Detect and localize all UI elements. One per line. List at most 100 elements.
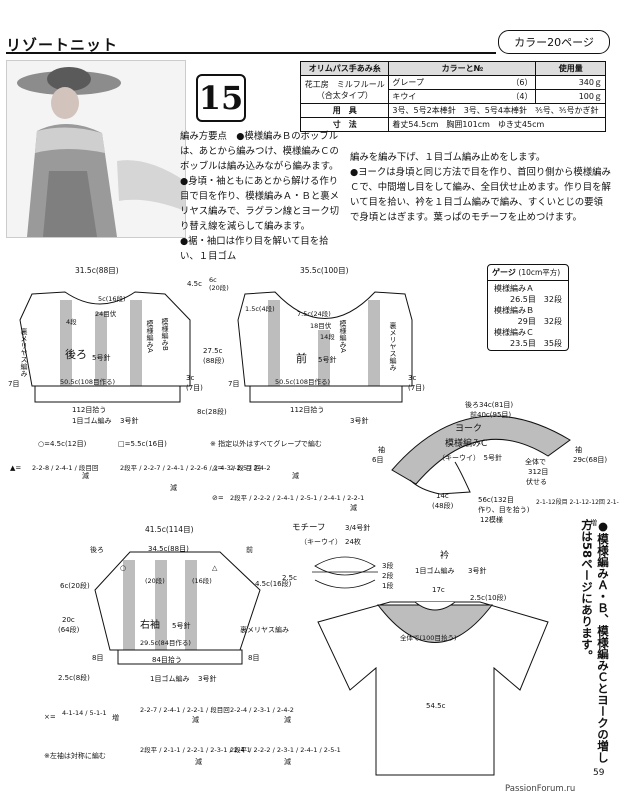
formula-square: □=5.5c(16目) xyxy=(118,440,167,448)
back-top-marks2: 24目伏 xyxy=(95,309,117,318)
sleeve-inner-l: 6c(20段) xyxy=(60,581,90,590)
front-side-left: 7目 xyxy=(228,380,239,388)
front-rib-h: 3c xyxy=(408,374,416,382)
formula-tri4-vals: 2段平 / 2-2-2 / 2-4-1 / 2-5-1 / 2-4-1 / 2-… xyxy=(230,493,364,502)
yoke-total: 全体で xyxy=(525,457,546,466)
formula-tri3-label: △= xyxy=(212,464,223,472)
sleeve-needle: 5号針 xyxy=(172,621,190,630)
formula-c-tail: 減 xyxy=(284,715,291,724)
front-label: 前 xyxy=(296,351,307,365)
sleeve-note1: (20段) xyxy=(145,576,165,585)
front-rib-h2: (7目) xyxy=(408,384,425,392)
front-d-top2: (20段) xyxy=(209,283,229,292)
formula-x-tail: 増 xyxy=(112,713,119,722)
gauge-c-name: 模様編みＣ xyxy=(494,328,534,337)
yoke-pattern: 模様編みC xyxy=(445,437,487,449)
front-r2: 18目伏 xyxy=(310,321,332,330)
sleeve-inner-r: 4.5c(16段) xyxy=(255,579,292,588)
back-piece-diagram: 31.5c(88目) 5c(16段) 4段 24目伏 後ろ 5号針 裏メリヤス編… xyxy=(8,266,227,425)
formula-b-vals: 2-2-7 / 2-4-1 / 2-2-1 / 段目回 xyxy=(140,705,230,714)
sleeve-width-top: 41.5c(114目) xyxy=(145,525,194,534)
method-column-1: 編み方要点 ●模様編みＢのボッブルは、あとから編みつけ、模様編みＣのボッブルは編… xyxy=(180,129,340,264)
front-pick: 112目拾う xyxy=(290,405,324,414)
front-width-top: 35.5c(100目) xyxy=(300,266,349,275)
gauge-b-name: 模様編みＢ xyxy=(494,306,534,315)
sleeve-note2: (16段) xyxy=(192,576,212,585)
front-d-top: 6c xyxy=(209,276,217,284)
back-rib xyxy=(34,385,181,403)
back-h-bottom: 8c(28段) xyxy=(197,407,227,416)
yoke-bottom-mid: 56c(132目 xyxy=(478,496,514,504)
sleeve-right-mark: 8目 xyxy=(248,654,259,662)
method-p2: ●身頃・袖ともにあとから解ける作り目で目を作り、模様編みＡ・Ｂと裏メリヤス編みで… xyxy=(180,176,340,232)
back-stripe-a1 xyxy=(60,300,72,386)
yoke-bottom-mid3: 12模様 xyxy=(480,515,503,524)
method-p1: 編み方要点 ●模様編みＢのボッブルは、あとから編みつけ、模様編みＣのボッブルは編… xyxy=(180,131,339,172)
formula-tri3-tail: 減 xyxy=(292,471,299,480)
formula-e-vals: 2段平 / 2-2-2 / 2-3-1 / 2-4-1 / 2-5-1 xyxy=(230,745,341,754)
header-rule xyxy=(6,52,496,54)
back-rib-h2: (7目) xyxy=(186,384,203,392)
front-stripe-b xyxy=(318,330,330,386)
yoke-incr: 2-1-12段目 2-1-12-12回 2-1-12-12目 2-1-18-1 … xyxy=(536,498,619,506)
back-h-mid: 27.5c xyxy=(203,347,223,355)
page-title: リゾートニット xyxy=(6,36,119,54)
back-width-top: 31.5c(88目) xyxy=(75,266,119,275)
pattern-number: 15 xyxy=(196,74,246,122)
page-number: 59 xyxy=(593,768,605,778)
motif-title: モチーフ xyxy=(292,523,326,533)
formula-tri1-label: ▲= xyxy=(10,464,21,472)
front-w-bottom: 50.5c(108目作る) xyxy=(275,377,330,386)
bottom-formulas: ×= 4-1-14 / 5-1-1 増 2-2-7 / 2-4-1 / 2-2-… xyxy=(44,705,341,766)
gauge-b-val: 29目 32段 xyxy=(517,317,562,326)
front-needle: 5号針 xyxy=(318,355,336,364)
yoke-bottom-left: 14c xyxy=(436,492,449,500)
front-stripe-a1 xyxy=(268,300,280,386)
sleeve-rib xyxy=(117,649,243,665)
sleeve-rib-needle: 3号針 xyxy=(198,674,216,683)
formula-e-tail: 減 xyxy=(284,757,291,766)
back-mid-vert: 模様編みA xyxy=(146,319,154,353)
yarn-name: 花工房 ミルフルール xyxy=(304,79,385,89)
collar-body-h: 54.5c xyxy=(426,702,446,710)
formula-b-tail: 減 xyxy=(192,715,199,724)
sleeve-c2: △ xyxy=(212,564,218,572)
motif-h: 2.5c xyxy=(282,574,297,582)
sleeve-w-bottom: 29.5c(84目作る) xyxy=(140,638,191,647)
back-w-bottom: 50.5c(108目作る) xyxy=(60,377,115,386)
sleeve-rib-h: 2.5c(8段) xyxy=(58,673,90,682)
yoke-side-right2: 29c(68目) xyxy=(573,456,607,464)
formula-tri1-vals: 2-2-8 / 2-4-1 / 段目回 xyxy=(32,463,98,472)
front-mid-vert: 模様編みA xyxy=(339,319,347,353)
yoke-bottom-left2: (48段) xyxy=(432,501,454,510)
collar-body-diagram: 衿 1目ゴム編み 3号針 17c 2.5c(10段) 全体で(100目拾う) 5… xyxy=(317,549,549,776)
yoke-label: ヨーク xyxy=(455,423,482,434)
head-color: カラーと№ xyxy=(388,61,537,76)
yoke-bottom-mid2: 作り、目を拾う) xyxy=(478,505,530,514)
materials-table: オリムパス手あみ糸 カラーと№ 使用量 花工房 ミルフルール （合太タイプ） グ… xyxy=(299,61,606,132)
back-rib-needle: 3号針 xyxy=(120,416,138,425)
formula-tri4-tail: 減 xyxy=(350,503,357,512)
collar-total: 全体で(100目拾う) xyxy=(400,633,456,642)
sleeve-stripe-2 xyxy=(155,560,167,650)
gauge-a-val: 26.5目 32段 xyxy=(510,295,562,304)
sleeve-side: 裏メリヤス編み xyxy=(240,625,289,634)
sleeve-c1: ○ xyxy=(120,564,126,572)
gauge-title: ゲージ xyxy=(492,268,516,277)
sleeve-stripe-3 xyxy=(185,560,197,650)
back-rib-h: 3c xyxy=(186,374,194,382)
sleeve-pick: 84目拾う xyxy=(152,655,182,664)
collar-rib: 1目ゴム編み xyxy=(415,566,454,575)
back-top-marks: 4段 xyxy=(66,317,77,326)
yoke-top2: 前40c(95目) xyxy=(470,410,511,419)
back-rib-label: 1目ゴム編み xyxy=(72,416,111,425)
sleeve-h: 20c xyxy=(62,616,75,624)
head-yarn: オリムパス手あみ糸 xyxy=(299,61,390,76)
vertical-side-note: ●模様編みＡ・Ｂ、模様編みＣとヨークの増し方は58ページにあります。 xyxy=(580,519,610,763)
gauge-c-val: 23.5目 35段 xyxy=(510,339,562,348)
yoke-top: 後ろ34c(81目) xyxy=(465,400,513,409)
front-r3: 14段 xyxy=(320,332,335,341)
motif-r2: 2段 xyxy=(382,571,393,580)
back-r-mid: (88段) xyxy=(203,356,225,365)
